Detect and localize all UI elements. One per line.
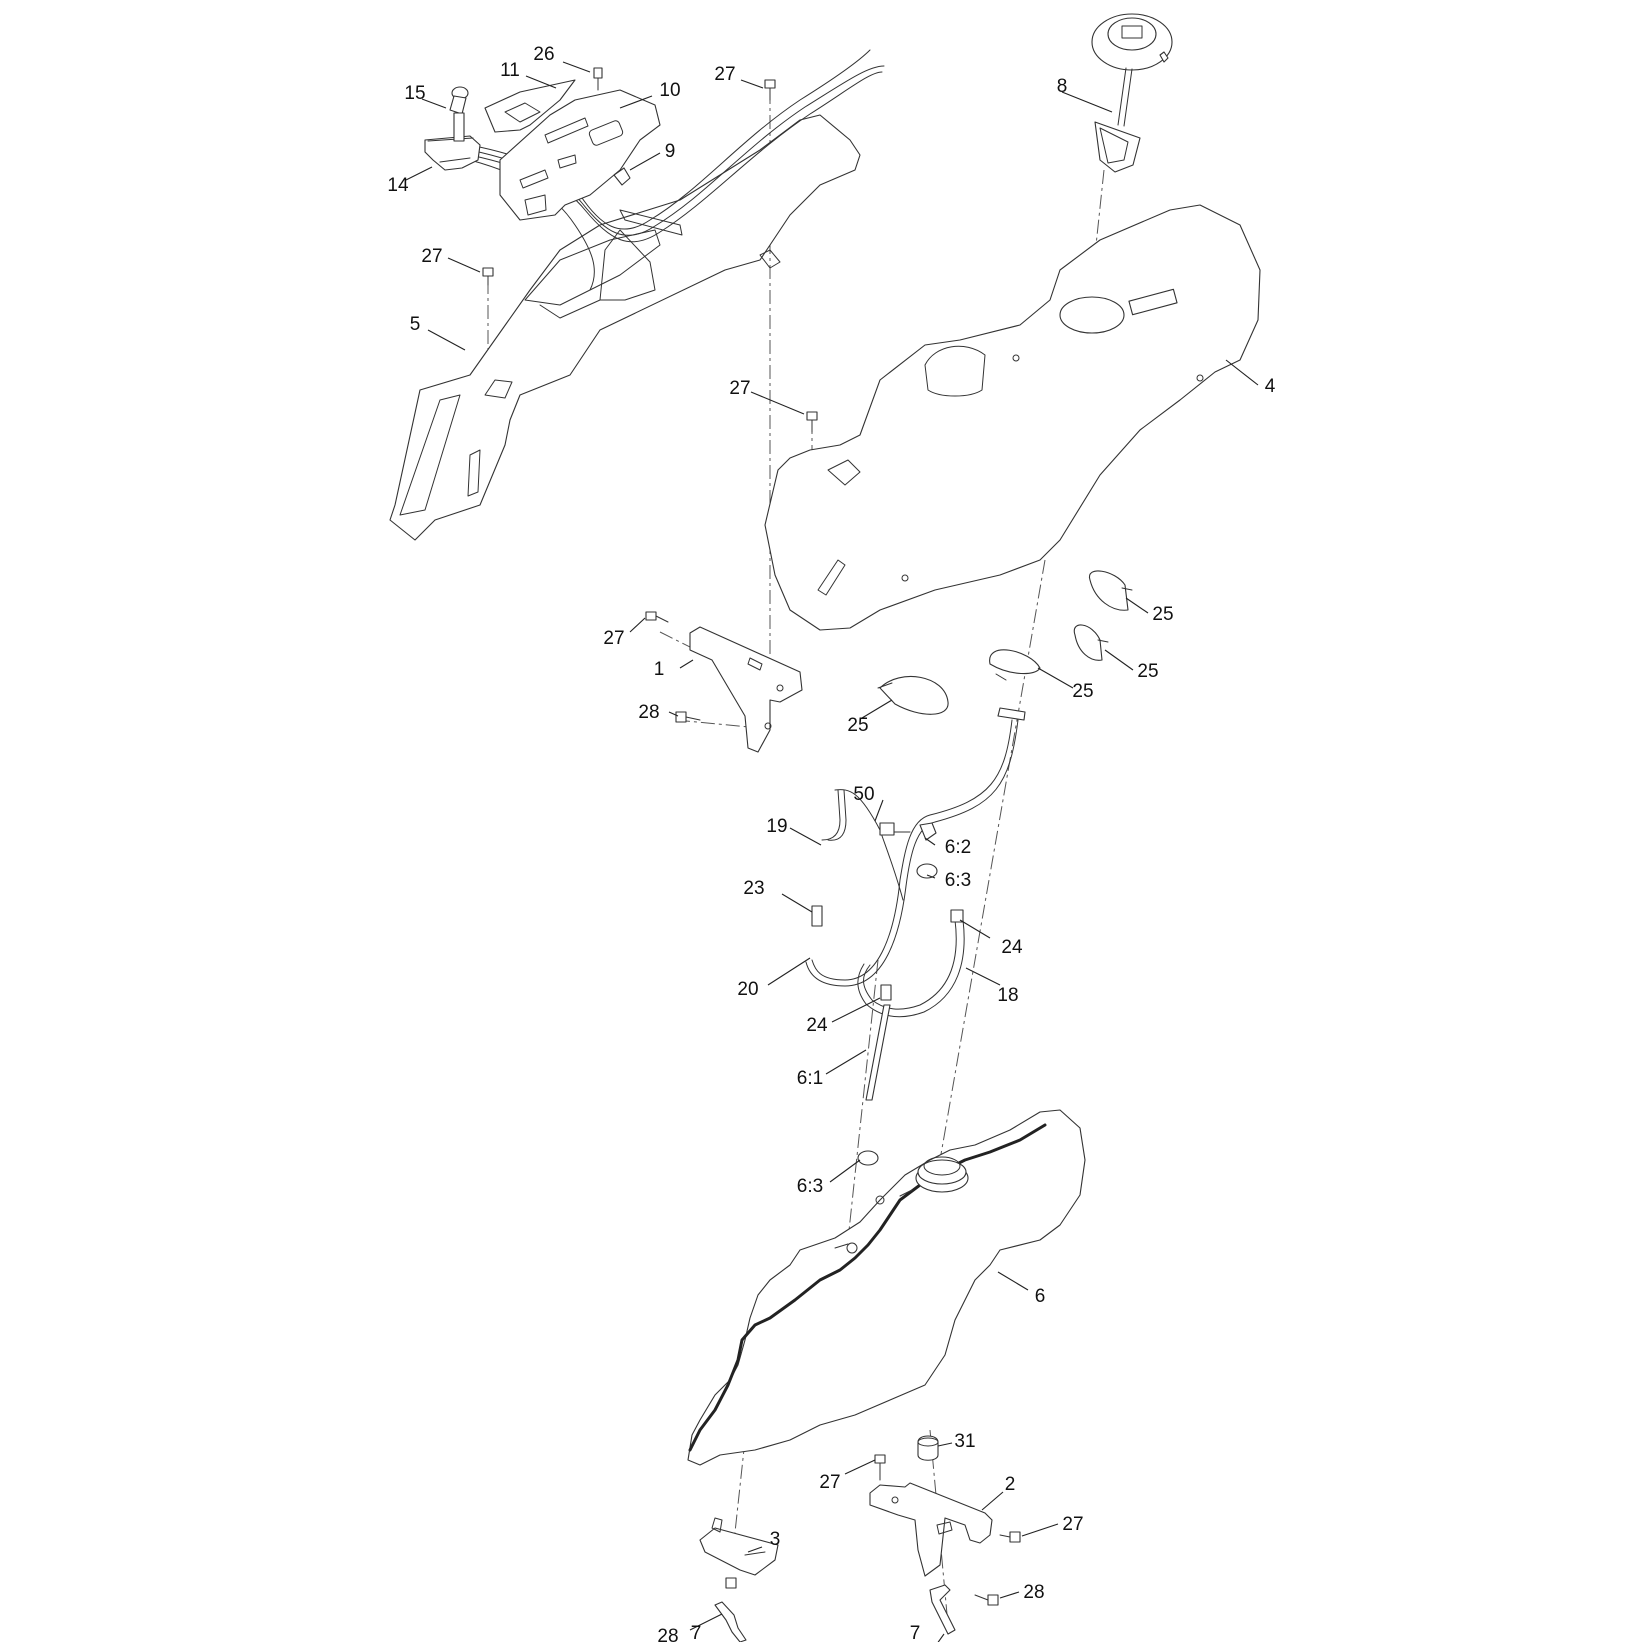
callout-7b: 7 [910, 1623, 921, 1642]
callout-6-2: 6:2 [945, 837, 971, 858]
clip-part-9 [613, 167, 631, 186]
screws-top [482, 67, 818, 433]
callout-9: 9 [665, 141, 676, 162]
callout-5: 5 [410, 314, 421, 335]
callout-27c: 27 [729, 378, 750, 399]
upper-cover-part-5 [389, 114, 861, 541]
knob-part-15 [449, 86, 469, 142]
tank-cover-part-4 [764, 204, 1261, 631]
callout-8: 8 [1057, 76, 1068, 97]
callout-18: 18 [997, 985, 1018, 1006]
callout-6-1: 6:1 [797, 1068, 823, 1089]
control-assembly-part-14 [424, 135, 481, 171]
callout-25d: 25 [847, 715, 868, 736]
callout-24a: 24 [1001, 937, 1023, 958]
bracket-part-2 [869, 1482, 993, 1577]
callout-14: 14 [387, 175, 409, 196]
screws-bottom [725, 1454, 1021, 1606]
callout-28c: 28 [1023, 1582, 1044, 1603]
callout-27a: 27 [714, 64, 735, 85]
callout-6-3b: 6:3 [797, 1176, 823, 1197]
callout-11: 11 [500, 60, 520, 81]
callout-26: 26 [533, 44, 554, 65]
bumper-part-31 [917, 1435, 939, 1461]
callout-7a: 7 [691, 1623, 702, 1642]
callout-25a: 25 [1152, 604, 1173, 625]
callout-28b: 28 [657, 1626, 678, 1642]
fuel-cap-part-8 [1091, 13, 1173, 173]
callout-labels: 1 2 3 4 5 6 6:1 6:2 6:3 6:3 7 7 8 9 10 1… [387, 44, 1275, 1642]
callout-2: 2 [1005, 1474, 1016, 1495]
callout-31: 31 [954, 1431, 975, 1452]
hose-clamps-part-25 [877, 570, 1133, 715]
callout-20: 20 [737, 979, 758, 1000]
callout-28a: 28 [638, 702, 659, 723]
callout-23: 23 [743, 878, 764, 899]
callout-6-3a: 6:3 [945, 870, 971, 891]
plate-part-10 [499, 89, 661, 221]
bracket-part-1 [689, 626, 803, 753]
callout-3: 3 [770, 1529, 781, 1550]
callout-1: 1 [654, 659, 665, 680]
callout-27d: 27 [603, 628, 624, 649]
fittings [811, 822, 964, 1166]
callout-4: 4 [1265, 376, 1276, 397]
shield-part-11 [484, 79, 576, 133]
callout-6: 6 [1035, 1286, 1046, 1307]
bracket-part-3 [699, 1517, 779, 1576]
straps-part-7 [714, 1584, 956, 1642]
fuel-tank-part-6 [687, 1109, 1086, 1466]
leader-lines [405, 61, 1259, 1642]
callout-19: 19 [766, 816, 787, 837]
callout-24b: 24 [806, 1015, 828, 1036]
callout-25c: 25 [1072, 681, 1093, 702]
callout-50: 50 [853, 784, 874, 805]
callout-25b: 25 [1137, 661, 1158, 682]
callout-27b: 27 [421, 246, 442, 267]
callout-15: 15 [404, 83, 425, 104]
callout-10: 10 [659, 80, 680, 101]
callout-27f: 27 [1062, 1514, 1083, 1535]
callout-27e: 27 [819, 1472, 840, 1493]
fuel-lines [805, 707, 1026, 1018]
screws-bracket-1 [645, 611, 701, 723]
